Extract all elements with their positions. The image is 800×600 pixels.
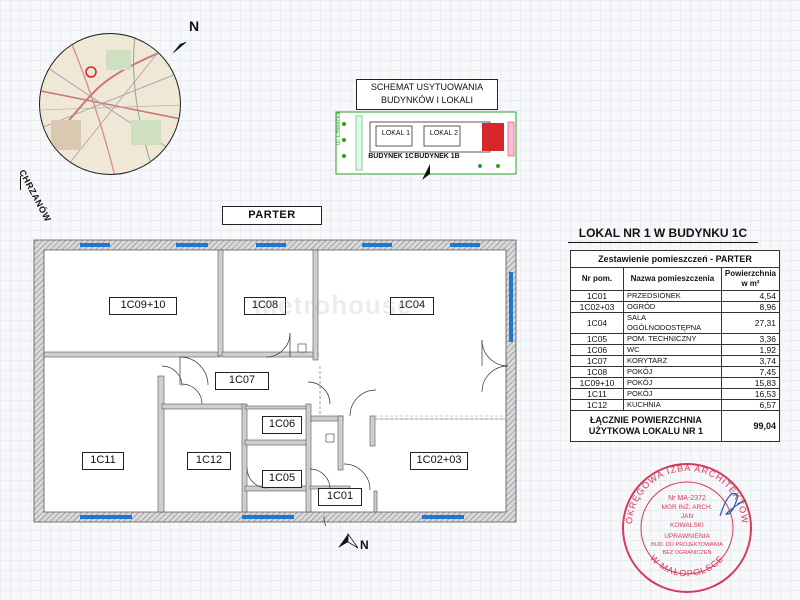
svg-text:W MAŁOPOLSCE: W MAŁOPOLSCE <box>648 553 726 578</box>
total-area-value: 99,04 <box>720 410 781 442</box>
signature-mark <box>719 492 747 517</box>
location-map <box>39 33 181 175</box>
location-marker-icon <box>85 66 97 78</box>
watermark: metrohouse <box>254 290 413 320</box>
room-1c01-label: 1C01 <box>318 488 362 506</box>
map-streets <box>40 34 180 174</box>
architect-stamp: OKRĘGOWA IZBA ARCHITEKTÓW W MAŁOPOLSCE N… <box>622 463 752 593</box>
room-1c04-label: 1C04 <box>390 297 434 315</box>
north-arrow-icon <box>172 41 187 54</box>
city-pointer-line <box>20 176 21 190</box>
lokal2-box <box>423 125 461 147</box>
schematic-diagram <box>335 111 517 180</box>
lokal1-label: LOKAL 1 <box>381 130 411 137</box>
table-caption: Zestawienie pomieszczeń - PARTER <box>570 250 780 268</box>
lokal2-label: LOKAL 2 <box>429 130 459 137</box>
entry-north-label: N <box>360 538 369 552</box>
windows <box>80 243 513 519</box>
adjacent-building-red <box>482 123 504 151</box>
stamp-line1: Nr MA-2372 <box>668 495 706 502</box>
dashed-divisions <box>319 366 506 420</box>
stamp-line2: MGR INŻ. ARCH. <box>662 502 713 511</box>
room-1c08-label: 1C08 <box>244 297 286 315</box>
stamp-line5: UPRAWNIENIA <box>664 533 710 540</box>
col-header-name: Nazwa pomieszczenia <box>623 267 722 291</box>
stamp-line6: BUD. DO PROJEKTOWANIA <box>651 542 723 548</box>
stamp-line3: JAN <box>681 513 694 520</box>
room-1c02-label: 1C02+03 <box>410 452 468 470</box>
entry-north-icon <box>338 532 359 549</box>
col-header-nr: Nr pom. <box>570 267 624 291</box>
door-swings <box>161 332 509 526</box>
room-1c06-label: 1C06 <box>262 416 302 434</box>
floor-label: PARTER <box>222 206 322 225</box>
building1-label: BUDYNEK 1C <box>368 153 414 160</box>
lokal-title: LOKAL NR 1 W BUDYNKU 1C <box>568 226 758 243</box>
lokal1-box <box>375 125 413 147</box>
room-1c07-label: 1C07 <box>215 372 269 390</box>
north-label: N <box>189 18 200 34</box>
exterior-walls <box>33 239 517 523</box>
stamp-line7: BEZ OGRANICZEŃ <box>663 549 712 556</box>
room-1c09-label: 1C09+10 <box>109 297 177 315</box>
room-schedule-table: Zestawienie pomieszczeń - PARTER Nr pom.… <box>570 250 781 442</box>
floor-plan <box>33 239 517 526</box>
room-1c12-label: 1C12 <box>187 452 231 470</box>
room-1c11-label: 1C11 <box>82 452 124 470</box>
schematic-title: SCHEMAT USYTUOWANIA BUDYNKÓW I LOKALI <box>356 79 498 110</box>
stamp-ring-bottom: W MAŁOPOLSCE <box>648 553 725 578</box>
room-1c05-label: 1C05 <box>262 470 302 488</box>
building2-label: BUDYNEK 1B <box>414 153 460 160</box>
stamp-line4: KOWALSKI <box>670 522 704 529</box>
street-label: ul. Łowiecka <box>336 111 342 145</box>
schematic-north-icon <box>422 164 430 180</box>
